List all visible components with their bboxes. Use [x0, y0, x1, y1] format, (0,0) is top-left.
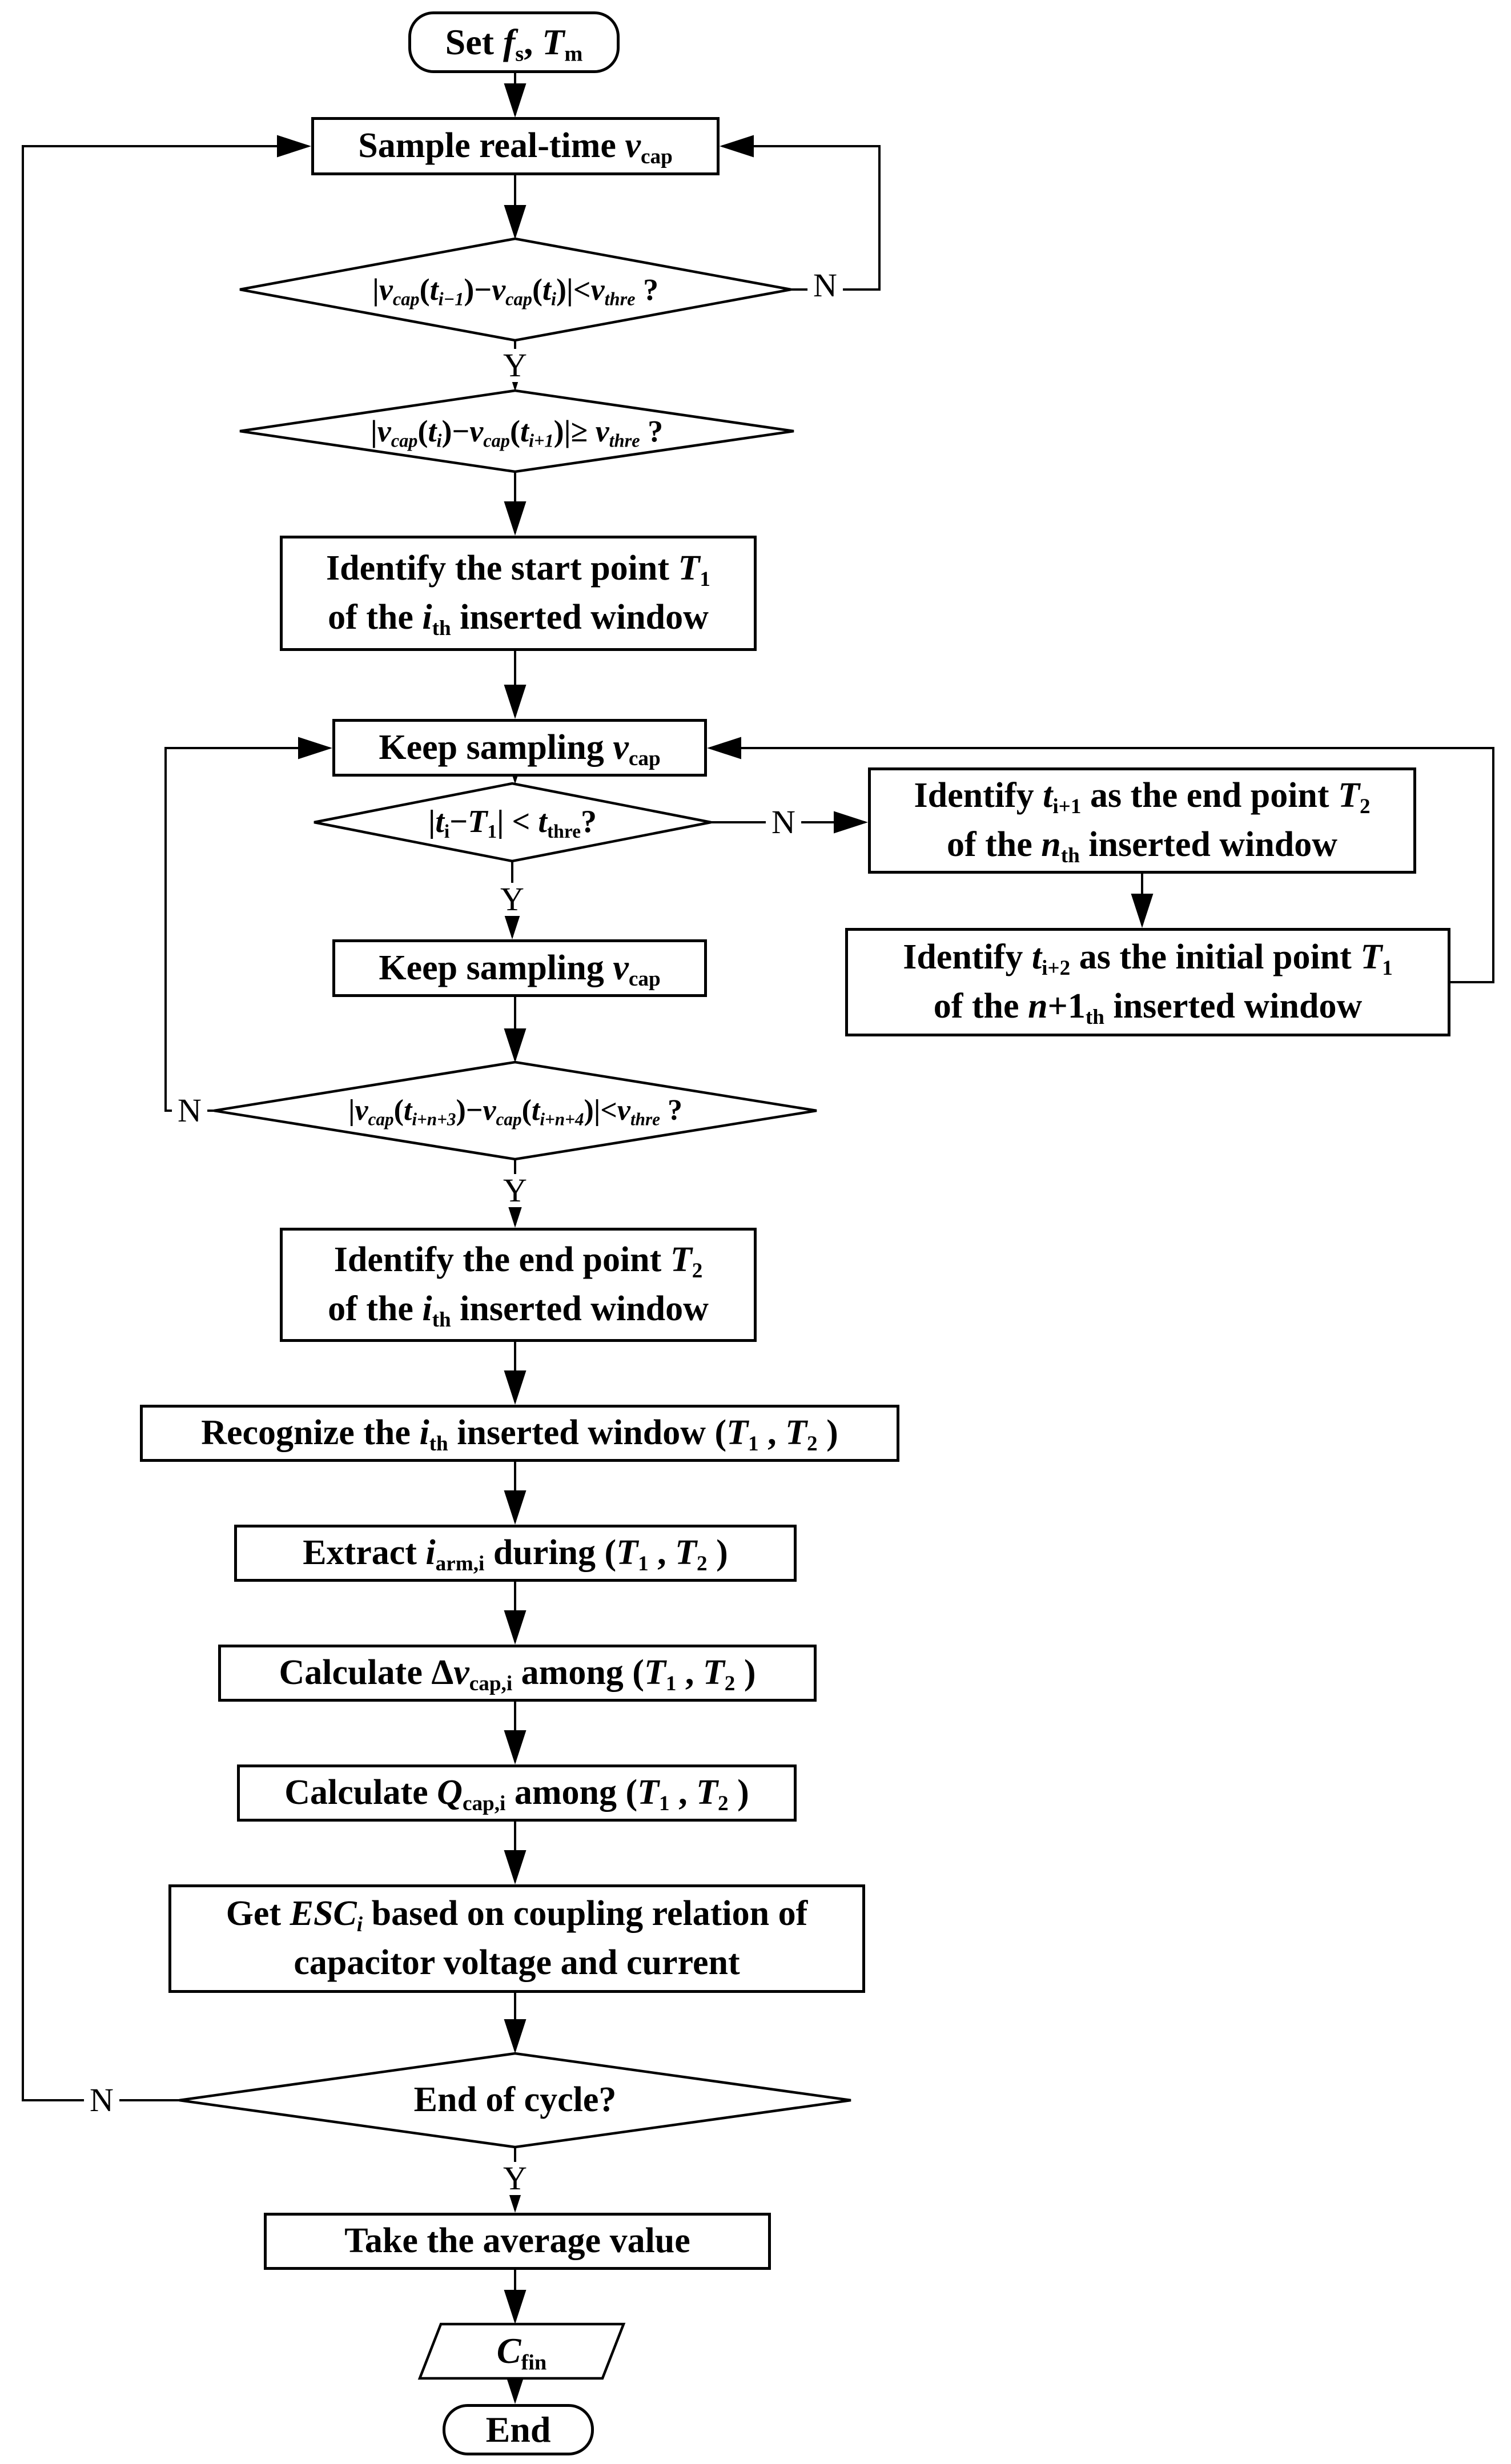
- decision-diamond-1: [239, 237, 791, 342]
- decision-2-label: |vcap(ti)−vcap(ti+1)|≥ vthre ?: [370, 413, 664, 452]
- decision-diamond-4: [214, 1060, 817, 1161]
- start-label: Set fs, Tm: [445, 21, 583, 66]
- decision-1-text: |vcap(ti−1)−vcap(ti)|<vthre ?: [246, 239, 785, 340]
- calc-q-process: Calculate Qcap,i among (T1 , T2 ): [237, 1764, 797, 1822]
- decision-diamond-3: [314, 782, 712, 863]
- decision-4-label: |vcap(ti+n+3)−vcap(ti+n+4)|<vthre ?: [348, 1094, 683, 1129]
- wire-d4-no-loop: [164, 737, 332, 1112]
- branch-label-d3-yes: Y: [495, 883, 530, 916]
- branch-label-d3-no: N: [766, 806, 801, 839]
- decision-diamond-2: [239, 389, 794, 473]
- decision-5-label: End of cycle?: [413, 2080, 617, 2120]
- calc-q-label: Calculate Qcap,i among (T1 , T2 ): [284, 1773, 749, 1816]
- keep-sampling-1-label: Keep sampling vcap: [379, 727, 661, 770]
- decision-diamond-5: [179, 2052, 851, 2149]
- keep-sampling-2-label: Keep sampling vcap: [379, 948, 661, 991]
- extract-process: Extract iarm,i during (T1 , T2 ): [234, 1525, 797, 1582]
- branch-label-d4-no: N: [172, 1094, 207, 1127]
- calc-dv-label: Calculate Δvcap,i among (T1 , T2 ): [279, 1653, 756, 1696]
- keep-sampling-1-process: Keep sampling vcap: [332, 719, 707, 777]
- end-terminator: End: [443, 2404, 594, 2455]
- take-avg-process: Take the average value: [264, 2213, 771, 2270]
- recognize-label: Recognize the ith inserted window (T1 , …: [201, 1413, 838, 1456]
- branch-label-d5-no: N: [84, 2084, 119, 2117]
- decision-3-text: |ti−T1| < tthre?: [320, 783, 705, 861]
- decision-4-text: |vcap(ti+n+3)−vcap(ti+n+4)|<vthre ?: [220, 1062, 811, 1159]
- decision-5-text: End of cycle?: [185, 2053, 845, 2147]
- decision-2-text: |vcap(ti)−vcap(ti+1)|≥ vthre ?: [246, 391, 788, 472]
- cfin-label: Cfin: [496, 2330, 547, 2375]
- branch-label-d1-no: N: [807, 269, 843, 302]
- sample-process: Sample real-time vcap: [311, 117, 720, 175]
- branch-label-d1-yes: Y: [497, 349, 533, 382]
- cfin-data-text: Cfin: [420, 2324, 624, 2378]
- take-avg-label: Take the average value: [344, 2221, 690, 2261]
- branch-label-d4-yes: Y: [497, 1174, 533, 1207]
- calc-dv-process: Calculate Δvcap,i among (T1 , T2 ): [218, 1645, 817, 1702]
- decision-1-label: |vcap(ti−1)−vcap(ti)|<vthre ?: [372, 272, 659, 310]
- wire-rbox2-loop: [707, 737, 1494, 983]
- data-parallelogram-cfin: [417, 2322, 626, 2380]
- start-terminator: Set fs, Tm: [408, 11, 620, 73]
- extract-label: Extract iarm,i during (T1 , T2 ): [303, 1533, 728, 1576]
- keep-sampling-2-process: Keep sampling vcap: [332, 939, 707, 997]
- recognize-process: Recognize the ith inserted window (T1 , …: [140, 1405, 899, 1462]
- end-label: End: [485, 2409, 551, 2450]
- branch-label-d5-yes: Y: [497, 2162, 533, 2195]
- sample-label: Sample real-time vcap: [358, 126, 673, 169]
- decision-3-label: |ti−T1| < tthre?: [428, 804, 597, 843]
